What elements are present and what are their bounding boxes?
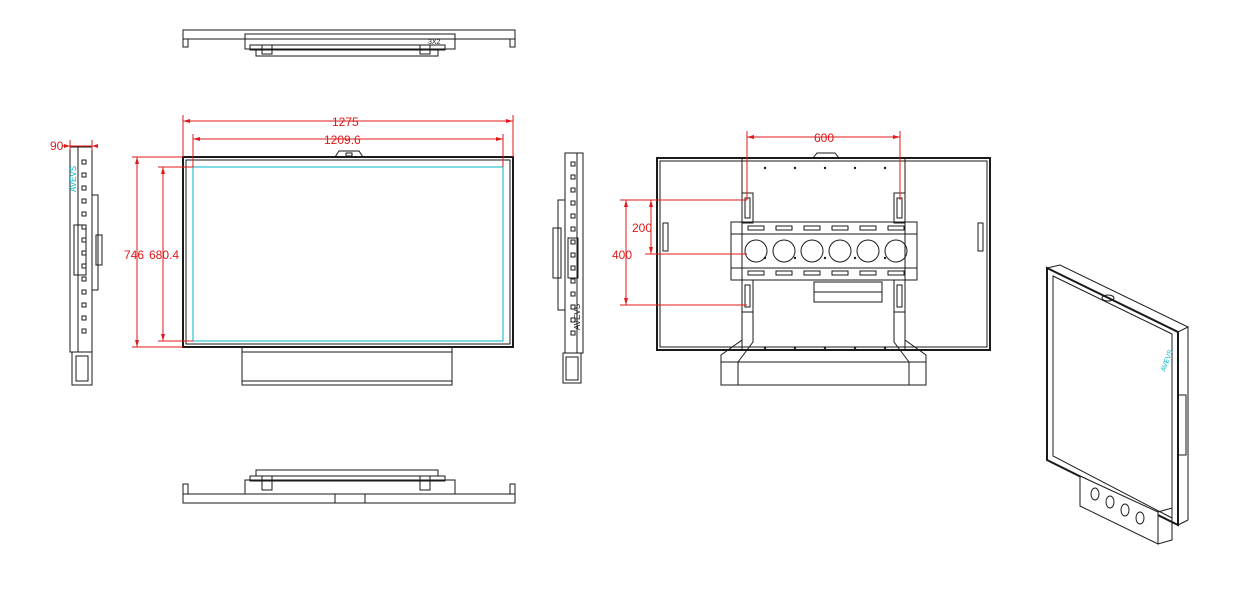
- port-slot: [81, 302, 87, 308]
- mount-plate-detail: [744, 166, 908, 350]
- port-slot: [81, 185, 87, 191]
- port-slot: [570, 278, 576, 284]
- dim-overall-width: 1275: [332, 115, 359, 129]
- screw-dot: [763, 346, 767, 350]
- port-slot: [570, 161, 576, 167]
- right-side-ports: [570, 161, 576, 336]
- active-screen-area: [192, 166, 504, 342]
- dim-depth: 90: [50, 139, 64, 153]
- back-view: [656, 152, 991, 386]
- port-slot: [570, 265, 576, 271]
- screw-dot: [823, 256, 827, 260]
- port-slot: [570, 226, 576, 232]
- port-slot: [570, 200, 576, 206]
- port-slot: [81, 159, 87, 165]
- port-slot: [570, 174, 576, 180]
- screw-dot: [763, 166, 767, 170]
- plate-slot: [747, 270, 765, 276]
- plate-hole: [828, 239, 852, 263]
- port-slot: [81, 315, 87, 321]
- dim-vesa-vertical-outer: 400: [612, 248, 632, 262]
- port-slot: [570, 213, 576, 219]
- port-slot: [81, 328, 87, 334]
- svg-text:AVEVS: AVEVS: [1160, 349, 1174, 373]
- dim-active-height: 680.4: [149, 248, 179, 262]
- plate-hole: [772, 239, 796, 263]
- port-slot: [81, 250, 87, 256]
- depth-dimension: 90: [50, 139, 98, 153]
- port-slot: [81, 224, 87, 230]
- port-slot: [81, 211, 87, 217]
- port-slot: [81, 172, 87, 178]
- port-slot: [570, 187, 576, 193]
- port-slot: [570, 239, 576, 245]
- plate-hole: [800, 239, 824, 263]
- port-slot: [570, 291, 576, 297]
- screw-dot: [823, 166, 827, 170]
- plate-slot: [747, 225, 765, 231]
- left-side-view: AVEVS: [69, 146, 103, 386]
- front-dimensions: 1275 1209.6 746 680.4: [124, 115, 514, 348]
- screw-dot: [793, 346, 797, 350]
- screw-dot: [793, 256, 797, 260]
- screw-dot: [853, 166, 857, 170]
- plate-hole: [744, 239, 768, 263]
- dim-overall-height: 746: [124, 248, 144, 262]
- back-dimensions: 600 200 400: [612, 131, 901, 306]
- port-slot: [81, 289, 87, 295]
- isometric-view: AVEVS: [1045, 264, 1190, 545]
- port-slot: [81, 237, 87, 243]
- port-slot: [570, 317, 576, 323]
- screw-dot: [763, 256, 767, 260]
- plate-slot: [831, 225, 849, 231]
- plate-slot: [887, 225, 905, 231]
- port-slot: [570, 330, 576, 336]
- dim-active-width: 1209.6: [324, 133, 361, 147]
- plate-slot: [859, 225, 877, 231]
- port-slot: [81, 198, 87, 204]
- screw-dot: [823, 346, 827, 350]
- screw-dot: [793, 166, 797, 170]
- plate-hole: [884, 239, 908, 263]
- plate-slot: [775, 270, 793, 276]
- top-view: 3X2: [182, 29, 516, 57]
- screw-dot: [853, 256, 857, 260]
- plate-slot: [831, 270, 849, 276]
- plate-slot: [803, 225, 821, 231]
- dim-vesa-vertical-inner: 200: [632, 221, 652, 235]
- screw-dot: [883, 256, 887, 260]
- plate-slot: [887, 270, 905, 276]
- svg-text:3X2: 3X2: [428, 39, 441, 46]
- front-view: [182, 150, 514, 386]
- plate-slot: [775, 225, 793, 231]
- svg-text:AVEVS: AVEVS: [573, 304, 582, 330]
- port-slot: [570, 252, 576, 258]
- svg-text:AVEVS: AVEVS: [69, 166, 78, 192]
- port-slot: [81, 263, 87, 269]
- plate-slot: [803, 270, 821, 276]
- left-side-ports: [81, 159, 87, 334]
- right-side-view: AVEVS: [552, 152, 584, 384]
- plate-slot: [859, 270, 877, 276]
- screw-dot: [883, 346, 887, 350]
- screw-dot: [853, 346, 857, 350]
- bottom-view: [182, 469, 516, 504]
- port-slot: [570, 304, 576, 310]
- screw-dot: [883, 166, 887, 170]
- plate-hole: [856, 239, 880, 263]
- dim-vesa-horizontal: 600: [814, 131, 834, 145]
- port-slot: [81, 276, 87, 282]
